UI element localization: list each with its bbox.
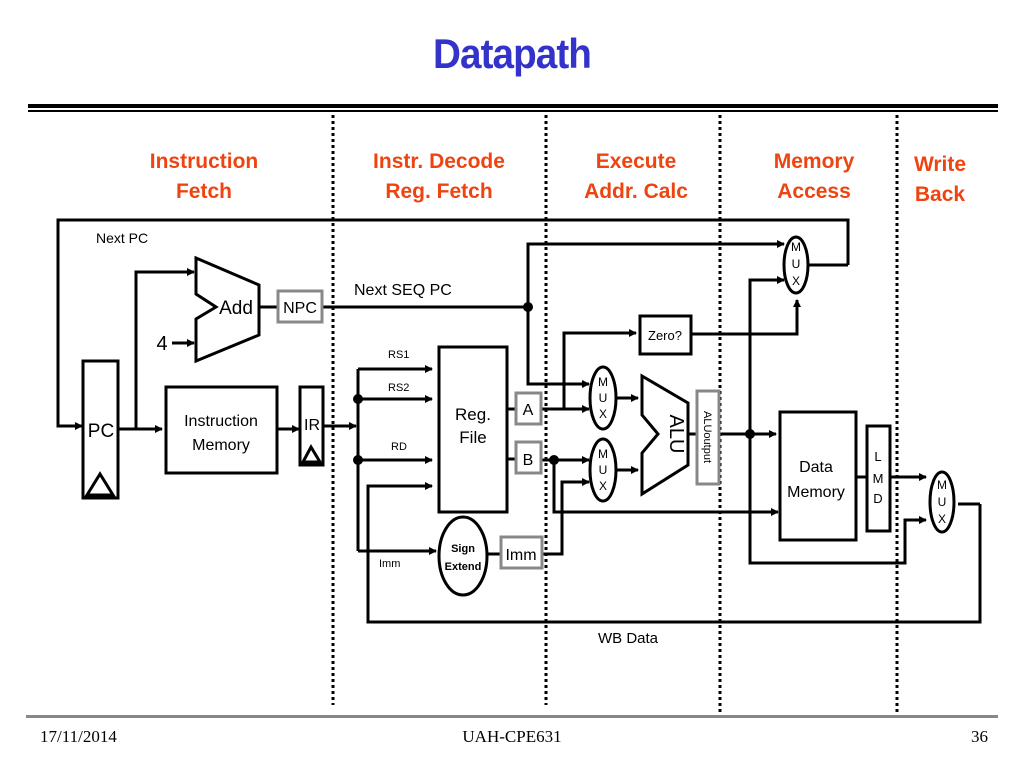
alu-a-mux: M U X	[588, 365, 618, 431]
stage-mem-line1: Memory	[774, 150, 855, 173]
zero-label: Zero?	[648, 328, 682, 343]
junction-rs2	[353, 394, 363, 404]
mux-x: X	[599, 479, 607, 493]
ir-register: IR	[298, 385, 325, 467]
mux-m: M	[598, 375, 608, 389]
sign-line1: Sign	[451, 543, 475, 555]
stage-id-line2: Reg. Fetch	[385, 180, 492, 203]
footer-date: 17/11/2014	[40, 727, 117, 746]
mux-u: U	[792, 257, 801, 271]
stage-wb-line1: Write	[914, 153, 966, 176]
b-label: B	[523, 452, 534, 469]
footer-rule	[26, 715, 998, 718]
regfile-line2: File	[459, 428, 486, 447]
slide-title: Datapath	[433, 30, 592, 77]
junction-rd	[353, 455, 363, 465]
lmd-latch: L M D	[865, 424, 892, 533]
lmd-l: L	[874, 449, 881, 464]
mux-u: U	[599, 463, 608, 477]
zero-detect: Zero?	[638, 314, 693, 356]
mux-x: X	[792, 274, 800, 288]
junction-aluout	[745, 429, 755, 439]
stage-ex-line2: Addr. Calc	[584, 180, 688, 203]
wire-aluout-pcmux	[748, 276, 785, 434]
imem-line1: Instruction	[184, 413, 258, 430]
b-latch: B	[514, 440, 543, 475]
stage-wb-line2: Back	[915, 183, 966, 206]
dmem-line1: Data	[799, 459, 833, 476]
pc-adder: Add	[194, 255, 261, 364]
footer-course: UAH-CPE631	[462, 727, 562, 746]
title-rule	[28, 104, 998, 108]
label-next-pc: Next PC	[96, 230, 148, 246]
writeback-mux: M U X	[928, 470, 956, 534]
alu: ALU	[640, 373, 690, 497]
data-memory: Data Memory	[778, 410, 858, 542]
label-rd: RD	[391, 441, 407, 453]
npc-latch: NPC	[276, 289, 324, 324]
stage-ex-line1: Execute	[596, 150, 677, 173]
mux-m: M	[791, 240, 801, 254]
instruction-memory: Instruction Memory	[164, 385, 279, 475]
a-latch: A	[514, 391, 543, 426]
regfile-line1: Reg.	[455, 405, 491, 424]
footer-page-number: 36	[971, 727, 988, 746]
stage-if-line2: Fetch	[176, 180, 232, 203]
wire-b-dmem	[552, 460, 779, 516]
stage-mem-line2: Access	[777, 180, 851, 203]
clock-icon	[84, 471, 116, 497]
sign-extend: Sign Extend	[437, 515, 489, 597]
label-wb-data: WB Data	[598, 630, 659, 647]
mux-u: U	[938, 495, 947, 509]
mux-u: U	[599, 391, 608, 405]
junction-b	[549, 455, 559, 465]
alu-b-mux: M U X	[588, 437, 618, 503]
label-next-seq-pc: Next SEQ PC	[354, 282, 452, 299]
wire-wb-data	[366, 482, 982, 624]
label-rs2: RS2	[388, 382, 409, 394]
aluoutput-latch: ALUoutput	[695, 389, 721, 486]
label-imm: Imm	[379, 558, 400, 570]
mux-x: X	[599, 407, 607, 421]
wire-a-zero	[562, 329, 637, 409]
wire-zero-pcmux	[691, 299, 801, 336]
wire-aluout-wbmux	[748, 434, 927, 565]
ir-label: IR	[304, 417, 320, 434]
aluoutput-label: ALUoutput	[701, 411, 713, 463]
lmd-m: M	[873, 471, 884, 486]
stage-if-line1: Instruction	[150, 150, 259, 173]
wire-seqpc-pcmux	[526, 240, 785, 307]
junction-seqpc	[523, 302, 533, 312]
clock-icon	[300, 443, 323, 464]
constant-four: 4	[156, 333, 167, 355]
lmd-d: D	[873, 491, 882, 506]
register-file: Reg. File	[437, 345, 509, 514]
pc-mux: M U X	[782, 235, 810, 295]
a-label: A	[523, 402, 534, 419]
imm-label: Imm	[505, 547, 536, 564]
stage-id-line1: Instr. Decode	[373, 150, 505, 173]
wire-pc-adder	[134, 268, 195, 429]
adder-label: Add	[219, 298, 253, 319]
mux-m: M	[937, 478, 947, 492]
title-rule-thin	[28, 110, 998, 112]
wire-seqpc-amux	[526, 307, 590, 388]
mux-m: M	[598, 447, 608, 461]
junctions	[353, 302, 755, 465]
label-rs1: RS1	[388, 349, 409, 361]
alu-label: ALU	[665, 415, 687, 454]
wires	[56, 218, 982, 624]
sign-line2: Extend	[445, 561, 482, 573]
mux-x: X	[938, 512, 946, 526]
dmem-line2: Memory	[787, 484, 845, 501]
imm-latch: Imm	[499, 535, 544, 570]
imem-line2: Memory	[192, 437, 250, 454]
npc-label: NPC	[283, 300, 317, 317]
pc-label: PC	[88, 421, 114, 442]
pc-register: PC	[81, 359, 120, 500]
wire-next-pc	[56, 218, 850, 430]
wire-imm-bmux	[542, 478, 590, 556]
